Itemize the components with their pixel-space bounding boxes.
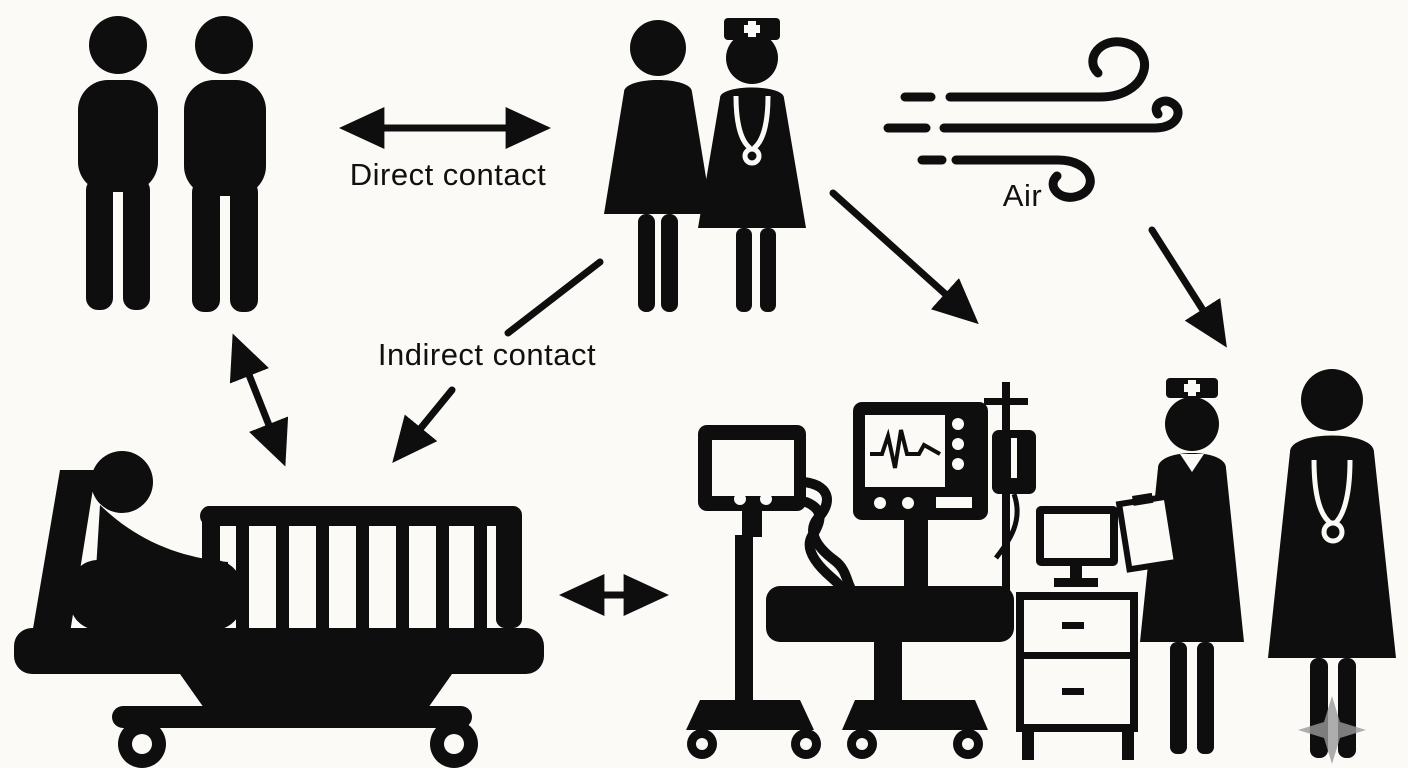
hospital-bed-patient-icon bbox=[14, 451, 544, 768]
staff-to-equipment-arrow bbox=[829, 189, 979, 325]
ventilator-monitor-icon bbox=[686, 425, 859, 759]
iv-tube-icon bbox=[994, 493, 1020, 560]
people-bed-double-arrow bbox=[229, 333, 289, 467]
watermark-diamond-icon bbox=[1298, 696, 1366, 764]
clipboard-icon bbox=[1115, 492, 1181, 573]
indirect-contact-arrow bbox=[392, 386, 456, 464]
stethoscope-icon bbox=[733, 95, 771, 166]
equipment-bed-icon bbox=[766, 586, 1014, 702]
ventilator-tubes-icon bbox=[799, 477, 859, 609]
iv-bag-icon bbox=[984, 382, 1036, 592]
nurse-clipboard-icon bbox=[1115, 378, 1244, 754]
indirect-contact-line bbox=[504, 258, 604, 337]
diagram-arrows bbox=[229, 107, 1227, 616]
patient-and-nurse-icon bbox=[604, 18, 806, 312]
ecg-waveform-icon bbox=[870, 428, 941, 469]
nurse-cap-cross-icon bbox=[1184, 380, 1200, 396]
stethoscope-icon bbox=[1311, 459, 1353, 544]
nurse-cap-cross-icon bbox=[744, 21, 760, 37]
people-pair-icon bbox=[78, 16, 266, 312]
direct-contact-label: Direct contact bbox=[349, 157, 547, 192]
indirect-contact-label: Indirect contact bbox=[377, 337, 597, 372]
air-label: Air bbox=[1002, 178, 1043, 213]
air-to-staff-arrow bbox=[1148, 226, 1227, 348]
computer-cabinet-icon bbox=[1016, 506, 1138, 760]
doctor-stethoscope-icon bbox=[1268, 369, 1396, 758]
ecg-monitor-icon bbox=[842, 402, 988, 759]
air-wind-icon bbox=[883, 37, 1183, 202]
